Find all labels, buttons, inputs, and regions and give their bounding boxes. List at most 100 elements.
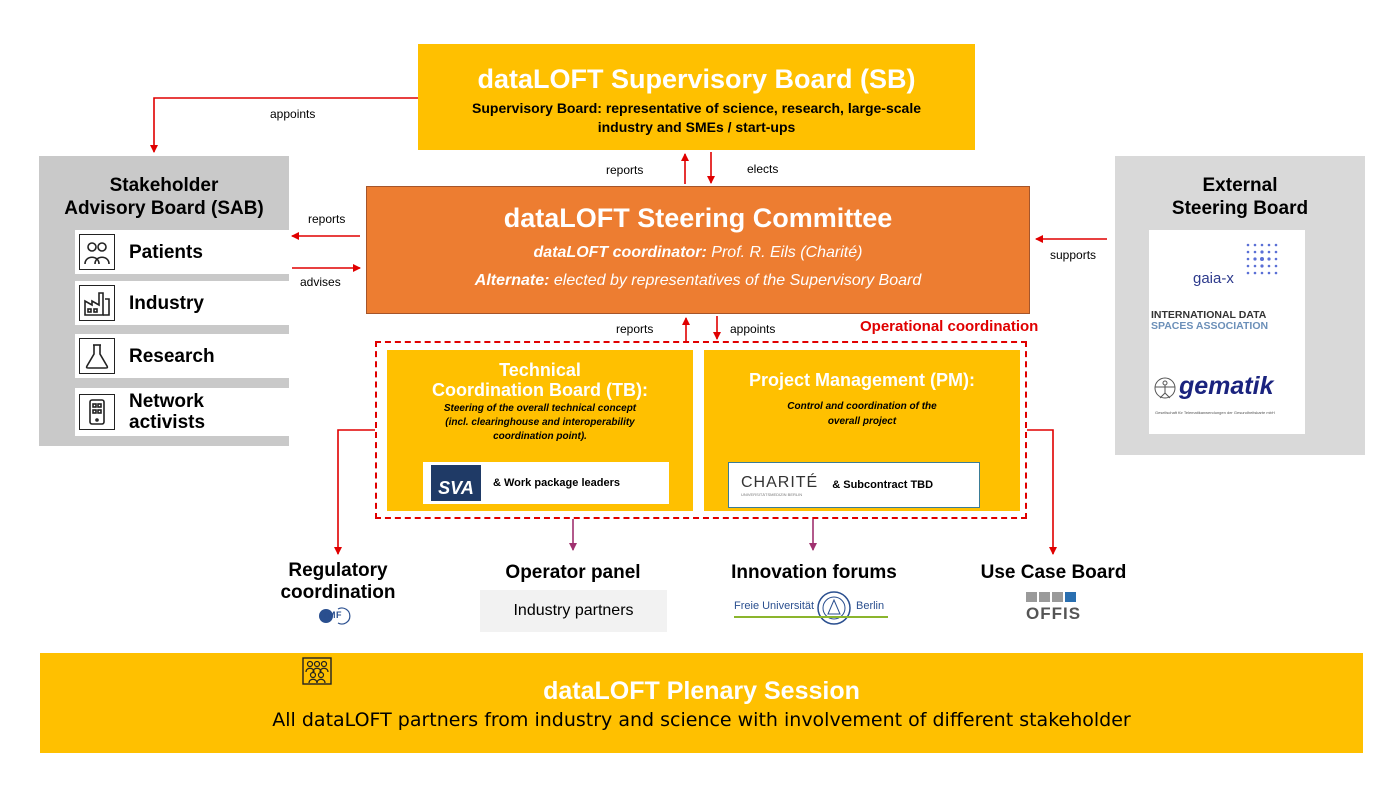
edge-label-appoints-oc: appoints xyxy=(730,322,776,336)
innovation-forums-title: Innovation forums xyxy=(731,562,897,583)
ids-logo-line2: SPACES ASSOCIATION xyxy=(1151,320,1269,332)
tmf-logo-icon xyxy=(319,607,351,625)
fu-logo-underline xyxy=(734,616,888,618)
fu-seal-icon xyxy=(817,591,851,625)
vitruvian-icon xyxy=(1154,377,1176,399)
operational-coordination-label: Operational coordination xyxy=(860,318,1039,335)
gematik-name: gematik xyxy=(1179,372,1274,400)
tb-description: Steering of the overall technical concep… xyxy=(387,402,693,444)
sab-title-line1: Stakeholder xyxy=(109,175,219,196)
gaiax-star-icon xyxy=(1246,243,1278,275)
offis-square-1 xyxy=(1026,592,1037,602)
operator-panel-title: Operator panel xyxy=(505,562,641,583)
technical-coordination-board: Technical Coordination Board (TB): Steer… xyxy=(387,350,693,511)
sab-item-label: Industry xyxy=(129,292,204,314)
charite-logo-sub: UNIVERSITÄTSMEDIZIN BERLIN xyxy=(741,491,803,497)
project-management: Project Management (PM): Control and coo… xyxy=(704,350,1020,511)
pm-desc-line1: Control and coordination of the xyxy=(787,401,937,412)
esb-title-line2: Steering Board xyxy=(1171,198,1309,219)
supervisory-board-subtitle-line2: industry and SMEs / start-ups xyxy=(597,119,796,135)
edge-label-appoints: appoints xyxy=(270,107,316,121)
sva-logo: SVA xyxy=(431,465,481,501)
steering-committee-title: dataLOFT Steering Committee xyxy=(503,203,893,233)
plenary-subtitle: All dataLOFT partners from industry and … xyxy=(272,709,1131,731)
use-case-board-title: Use Case Board xyxy=(980,562,1127,583)
tb-title-line1: Technical xyxy=(499,360,581,380)
external-steering-board: External Steering Board gaia-x INTERNATI… xyxy=(1115,156,1365,455)
offis-logo-text: OFFIS xyxy=(1026,604,1082,623)
tmf-logo: TMF xyxy=(318,606,354,626)
ids-logo-line1: INTERNATIONAL DATA xyxy=(1151,309,1267,321)
operator-panel-sub: Industry partners xyxy=(513,602,634,619)
tb-partner-box: SVA & Work package leaders xyxy=(423,462,669,504)
arrow-regulatory xyxy=(334,429,375,555)
gaiax-logo-text: gaia-x xyxy=(1193,270,1234,287)
charite-logo: CHARITÉ UNIVERSITÄTSMEDIZIN BERLIN xyxy=(741,474,818,497)
alternate-line: Alternate: elected by representatives of… xyxy=(367,272,1029,290)
pm-desc-line2: overall project xyxy=(827,416,897,427)
offis-square-3 xyxy=(1052,592,1063,602)
gematik-logo-text: gematik xyxy=(1179,372,1273,401)
tb-title: Technical Coordination Board (TB): xyxy=(387,360,693,400)
sab-item-label-line2: activists xyxy=(129,412,206,433)
fu-berlin-logo: Freie Universität Berlin xyxy=(734,590,894,626)
fu-logo-left: Freie Universität xyxy=(734,600,815,612)
patients-icon xyxy=(79,234,115,270)
gematik-subtitle: Gesellschaft für Telematikanwendungen de… xyxy=(1155,410,1275,415)
operational-coordination-box xyxy=(375,341,1027,519)
sab-title-line2: Advisory Board (SAB) xyxy=(64,198,264,219)
supervisory-board-subtitle: Supervisory Board: representative of sci… xyxy=(418,99,975,137)
pm-partner-label: & Subcontract TBD xyxy=(832,479,934,491)
edge-label-reports-sab: reports xyxy=(308,212,346,226)
arrow-sb-appoints-sab xyxy=(150,97,418,153)
offis-square-4 xyxy=(1065,592,1076,602)
offis-square-2 xyxy=(1039,592,1050,602)
factory-icon xyxy=(79,285,115,321)
tb-desc-line2: (incl. clearinghouse and interoperabilit… xyxy=(445,417,635,428)
fu-logo-right: Berlin xyxy=(856,600,885,612)
stakeholder-advisory-board: Stakeholder Advisory Board (SAB) Patient… xyxy=(39,156,291,446)
supervisory-board: dataLOFT Supervisory Board (SB) Supervis… xyxy=(418,44,975,150)
plenary-title: dataLOFT Plenary Session xyxy=(543,677,860,705)
tb-desc-line3: coordination point). xyxy=(493,431,587,442)
gaiax-logo: gaia-x xyxy=(1159,242,1299,288)
alternate-value: elected by representatives of the Superv… xyxy=(549,272,922,289)
ids-logo: INTERNATIONAL DATA SPACES ASSOCIATION xyxy=(1151,310,1305,332)
pm-title: Project Management (PM): xyxy=(748,370,976,390)
sab-item-label: Network activists xyxy=(129,391,205,433)
supervisory-board-title: dataLOFT Supervisory Board (SB) xyxy=(477,64,916,94)
alternate-label: Alternate: xyxy=(474,272,550,289)
edge-label-reports-sc: reports xyxy=(616,322,654,336)
regulatory-coordination: Regulatory coordination xyxy=(258,560,418,604)
flask-icon xyxy=(79,338,115,374)
sab-item-label-line1: Network xyxy=(129,391,204,412)
supervisory-board-subtitle-line1: Supervisory Board: representative of sci… xyxy=(472,100,921,116)
edge-label-advises: advises xyxy=(300,275,341,289)
regulatory-line1: Regulatory xyxy=(288,560,388,581)
edge-label-elects: elects xyxy=(747,162,779,176)
tb-desc-line1: Steering of the overall technical concep… xyxy=(443,403,637,414)
sab-item-industry: Industry xyxy=(75,281,291,325)
pm-description: Control and coordination of the overall … xyxy=(704,399,1020,429)
tb-title-line2: Coordination Board (TB): xyxy=(432,380,648,400)
charite-logo-text: CHARITÉ xyxy=(741,473,819,491)
edge-label-reports-sb: reports xyxy=(606,163,644,177)
edge-label-supports: supports xyxy=(1050,248,1097,262)
esb-title: External Steering Board xyxy=(1115,174,1365,220)
offis-logo: OFFIS xyxy=(1026,592,1082,626)
gematik-logo: gematik xyxy=(1153,372,1303,406)
coordinator-value: Prof. R. Eils (Charité) xyxy=(706,244,863,261)
tb-partner-label: & Work package leaders xyxy=(493,477,620,489)
sab-item-patients: Patients xyxy=(75,230,291,274)
coordinator-label: dataLOFT coordinator: xyxy=(533,244,707,261)
arrow-usecase xyxy=(1027,429,1057,555)
steering-committee: dataLOFT Steering Committee dataLOFT coo… xyxy=(366,186,1030,314)
coordinator-line: dataLOFT coordinator: Prof. R. Eils (Cha… xyxy=(367,244,1029,262)
sab-item-network-activists: Network activists xyxy=(75,388,291,436)
pm-partner-box: CHARITÉ UNIVERSITÄTSMEDIZIN BERLIN & Sub… xyxy=(728,462,980,508)
sab-item-label: Patients xyxy=(129,241,203,263)
sab-item-research: Research xyxy=(75,334,291,378)
esb-title-line1: External xyxy=(1202,175,1278,196)
tmf-logo-text: TMF xyxy=(322,610,342,620)
